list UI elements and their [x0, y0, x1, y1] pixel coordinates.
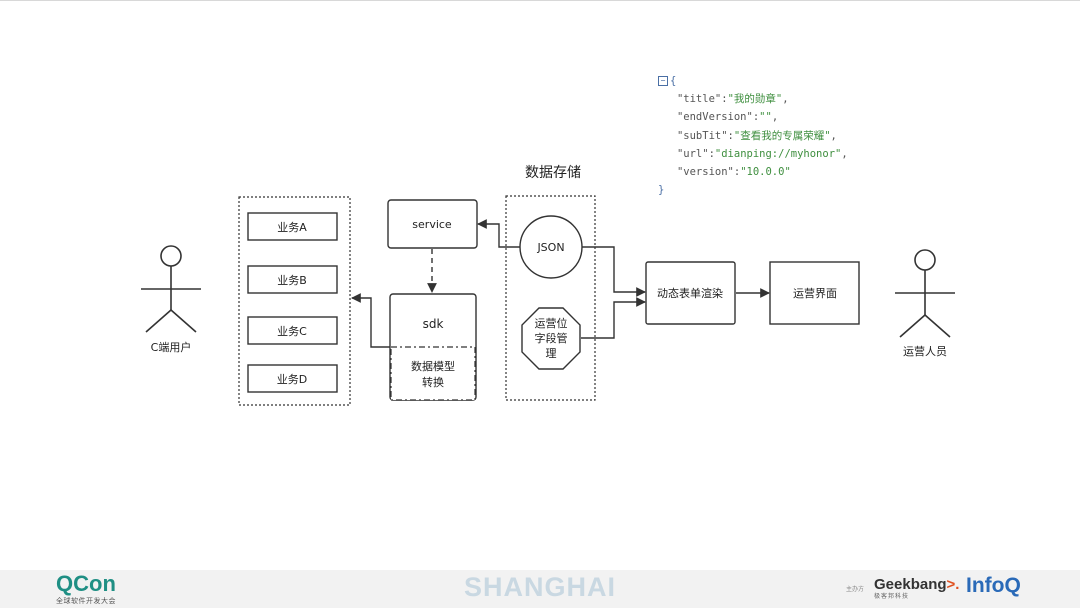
ops-field-label-1: 运营位 — [535, 316, 568, 330]
dynamic-form-box — [645, 261, 736, 325]
json-key: "endVersion" — [676, 111, 753, 124]
data-model-label-2: 转换 — [422, 375, 444, 389]
business-container — [238, 196, 351, 406]
bang-text: bang — [910, 576, 947, 593]
business-item: 业务C — [247, 316, 338, 345]
infoq-logo: InfoQ — [966, 574, 1021, 597]
json-value: "我的勋章" — [727, 93, 783, 106]
ops-ui-box — [769, 261, 860, 325]
close-brace: } — [658, 184, 665, 197]
geekbang-logo: Geekbang>. 极客邦科技 — [874, 576, 959, 600]
json-key: "version" — [676, 166, 734, 179]
json-label: JSON — [536, 241, 564, 254]
sponsor-label: 主办方 — [846, 586, 865, 593]
geek-text: Geek — [874, 576, 911, 593]
architecture-diagram: C端用户 业务A 业务B 业务C 业务D service sdk 数据模型 转换… — [141, 165, 955, 406]
ops-person-label: 运营人员 — [903, 344, 947, 358]
open-brace: { — [670, 75, 677, 87]
sdk-label: sdk — [423, 317, 444, 331]
ops-field-label-3: 理 — [546, 347, 557, 360]
business-item-label: 业务A — [277, 221, 307, 234]
service-box — [387, 199, 478, 249]
json-line: "endVersion":"", — [676, 111, 779, 124]
business-item-label: 业务D — [277, 373, 307, 386]
json-line: "version":"10.0.0" — [676, 166, 791, 179]
sdk-to-business-arrow — [351, 293, 390, 348]
c-user-actor-icon — [141, 245, 201, 333]
json-to-service-arrow — [477, 219, 520, 248]
qcon-subtitle: 全球软件开发大会 — [56, 597, 116, 605]
ops-field-to-form-arrow — [581, 297, 646, 339]
business-item: 业务B — [247, 265, 338, 294]
geek-arrow: >. — [946, 576, 960, 593]
json-line: "url":"dianping://myhonor", — [676, 147, 848, 160]
service-label: service — [412, 218, 452, 231]
collapse-icon[interactable]: − — [658, 76, 668, 86]
business-item-label: 业务C — [277, 325, 307, 338]
footer-bar — [0, 570, 1080, 608]
top-divider — [0, 0, 1080, 1]
json-sep: , — [771, 111, 779, 124]
json-key: "title" — [676, 93, 722, 106]
json-code-sample: −{ "title":"我的勋章", "endVersion":"", "sub… — [658, 72, 848, 199]
business-item: 业务D — [247, 364, 338, 393]
qcon-logo: QCon 全球软件开发大会 — [56, 573, 116, 606]
json-key: "subTit" — [676, 129, 728, 142]
geek-subtitle: 极客邦科技 — [874, 594, 910, 600]
json-value: "dianping://myhonor" — [714, 147, 842, 160]
data-model-label-1: 数据模型 — [411, 359, 455, 373]
city-label: SHANGHAI — [463, 572, 616, 602]
business-item-label: 业务B — [277, 274, 307, 287]
ops-field-octagon — [521, 307, 581, 370]
json-sep: , — [830, 129, 837, 142]
json-sep: , — [841, 147, 848, 160]
json-line: "title":"我的勋章", — [676, 93, 789, 106]
storage-container — [505, 195, 596, 401]
json-to-form-arrow — [582, 246, 646, 297]
json-value: "10.0.0" — [740, 166, 791, 179]
json-value: "查看我的专属荣耀" — [733, 129, 831, 142]
ops-person-actor-icon — [895, 249, 955, 338]
business-item: 业务A — [247, 212, 338, 241]
qcon-name: QCon — [56, 571, 116, 596]
data-model-box — [390, 346, 476, 401]
storage-title: 数据存储 — [525, 165, 581, 181]
json-line: "subTit":"查看我的专属荣耀", — [676, 129, 837, 142]
json-sep: , — [782, 93, 789, 106]
json-value: "" — [759, 111, 772, 124]
dynamic-form-label: 动态表单渲染 — [657, 286, 723, 300]
ops-field-label-2: 字段管 — [535, 331, 568, 345]
c-user-label: C端用户 — [151, 340, 192, 354]
ops-ui-label: 运营界面 — [793, 286, 837, 300]
json-key: "url" — [676, 147, 709, 160]
